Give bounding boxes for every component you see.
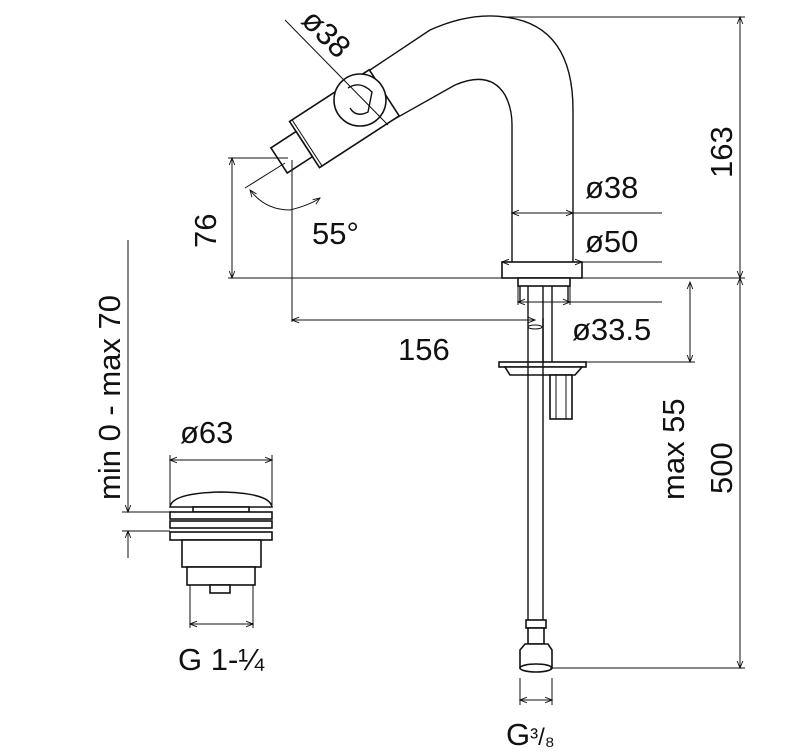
spout: [269, 15, 574, 262]
label-max-deck: max 55: [656, 398, 691, 500]
label-spout-reach: 156: [398, 332, 450, 367]
label-aerator-diameter: ø38: [295, 2, 358, 65]
label-hose-thread-fraction: ³/₈: [530, 724, 555, 751]
label-hose-length: 500: [704, 442, 739, 494]
drain-cap: [169, 491, 273, 508]
base-plate: [501, 261, 583, 279]
label-jet-angle: 55°: [312, 216, 359, 251]
label-outlet-height: 76: [188, 214, 223, 248]
label-popup-thread: G 1-¼: [178, 642, 265, 677]
aerator-nozzle: [269, 130, 314, 175]
flexible-hose: [519, 318, 553, 673]
dimension-lines: [122, 17, 745, 705]
label-popup-diameter: ø63: [180, 415, 233, 450]
label-base-diameter: ø50: [585, 224, 638, 259]
label-hose-thread: G³/₈: [506, 717, 555, 752]
lever-knob: [333, 73, 387, 127]
label-spout-diameter: ø38: [585, 170, 638, 205]
popup-drain: [169, 491, 273, 594]
fixing-rod: [549, 374, 573, 420]
label-total-height: 163: [704, 126, 739, 178]
label-popup-travel: min 0 - max 70: [92, 295, 127, 500]
label-shank-diameter: ø33.5: [572, 312, 651, 347]
label-hose-thread-g: G: [506, 717, 530, 752]
